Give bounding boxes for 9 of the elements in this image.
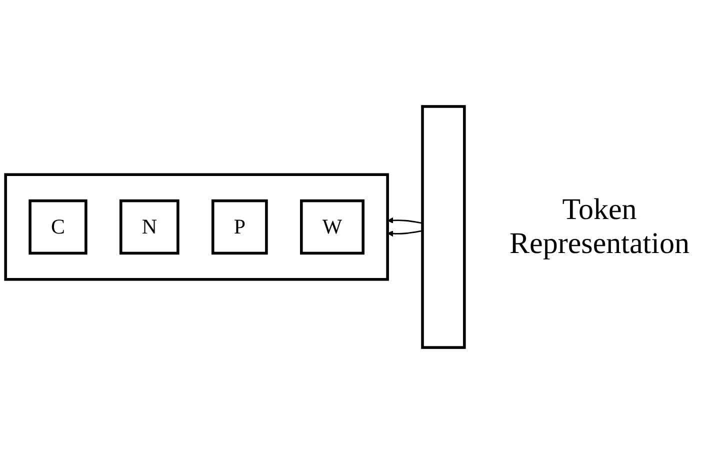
- node-box: [421, 104, 466, 348]
- arrow: [387, 216, 423, 224]
- caption-text: Token Representation: [508, 192, 690, 260]
- cluster: [4, 172, 389, 280]
- node-box: N: [119, 198, 180, 254]
- node-box: P: [211, 198, 268, 254]
- arrow: [387, 230, 423, 236]
- node-box: C: [28, 198, 88, 254]
- node-box: W: [300, 198, 364, 254]
